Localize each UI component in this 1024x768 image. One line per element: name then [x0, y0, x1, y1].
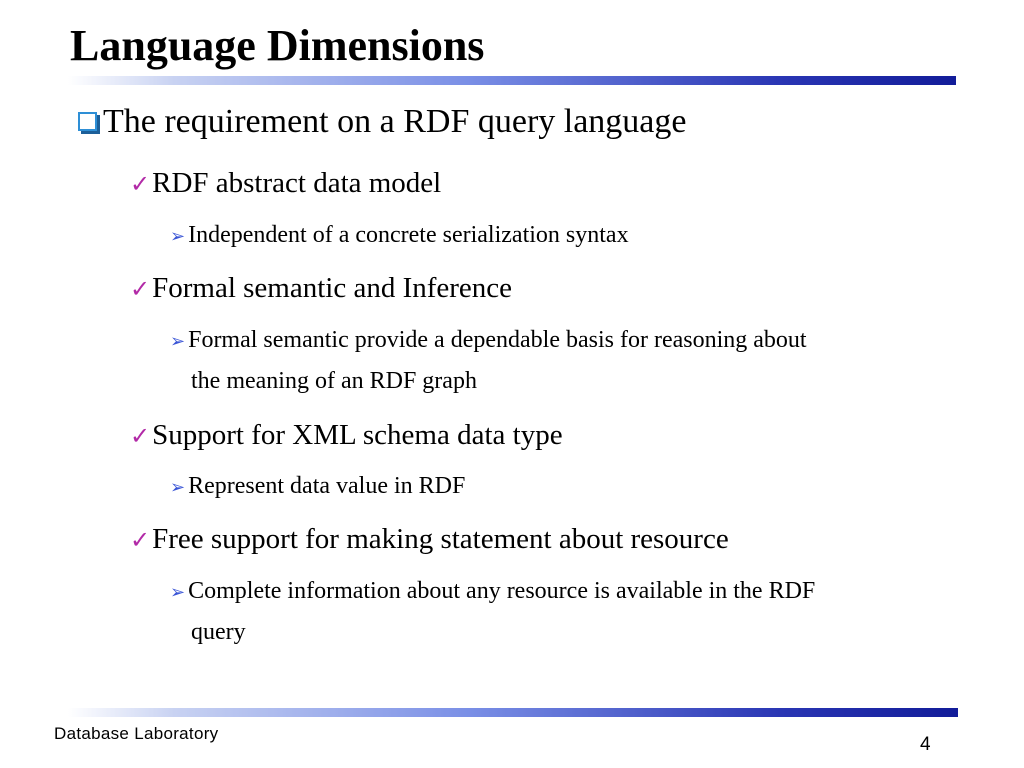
item-bullet: ✓Free support for making statement about… [130, 521, 729, 558]
sub-text: Independent of a concrete serialization … [188, 222, 629, 248]
footer-organization: Database Laboratory [54, 724, 219, 743]
sub-text: Complete information about any resource … [188, 578, 816, 604]
item-text: Free support for making statement about … [152, 523, 729, 555]
item-bullet: ✓Support for XML schema data type [130, 417, 563, 454]
item-text: Support for XML schema data type [152, 419, 563, 451]
sub-text-continued: the meaning of an RDF graph [191, 368, 477, 394]
sub-bullet: ➢Complete information about any resource… [170, 576, 815, 608]
arrow-bullet-icon: ➢ [170, 582, 186, 603]
checkmark-icon: ✓ [130, 275, 151, 303]
square-bullet-icon [78, 112, 97, 131]
slide-title: Language Dimensions [70, 21, 485, 70]
checkmark-icon: ✓ [130, 526, 151, 554]
item-bullet: ✓Formal semantic and Inference [130, 270, 512, 307]
sub-text: Represent data value in RDF [188, 473, 466, 499]
footer-divider [68, 708, 958, 717]
checkmark-icon: ✓ [130, 422, 151, 450]
arrow-bullet-icon: ➢ [170, 226, 186, 247]
sub-bullet: ➢Independent of a concrete serialization… [170, 220, 629, 252]
sub-bullet: ➢Represent data value in RDF [170, 471, 465, 503]
heading-bullet: The requirement on a RDF query language [78, 102, 686, 142]
item-text: Formal semantic and Inference [152, 272, 513, 304]
sub-text: Formal semantic provide a dependable bas… [188, 327, 807, 353]
item-text: RDF abstract data model [152, 167, 442, 199]
arrow-bullet-icon: ➢ [170, 331, 186, 352]
title-divider [68, 76, 956, 85]
sub-text-continued: query [191, 619, 246, 645]
checkmark-icon: ✓ [130, 170, 151, 198]
item-bullet: ✓RDF abstract data model [130, 165, 441, 202]
arrow-bullet-icon: ➢ [170, 477, 186, 498]
sub-bullet: ➢Formal semantic provide a dependable ba… [170, 325, 807, 357]
page-number: 4 [920, 734, 931, 755]
heading-text: The requirement on a RDF query language [103, 103, 687, 140]
